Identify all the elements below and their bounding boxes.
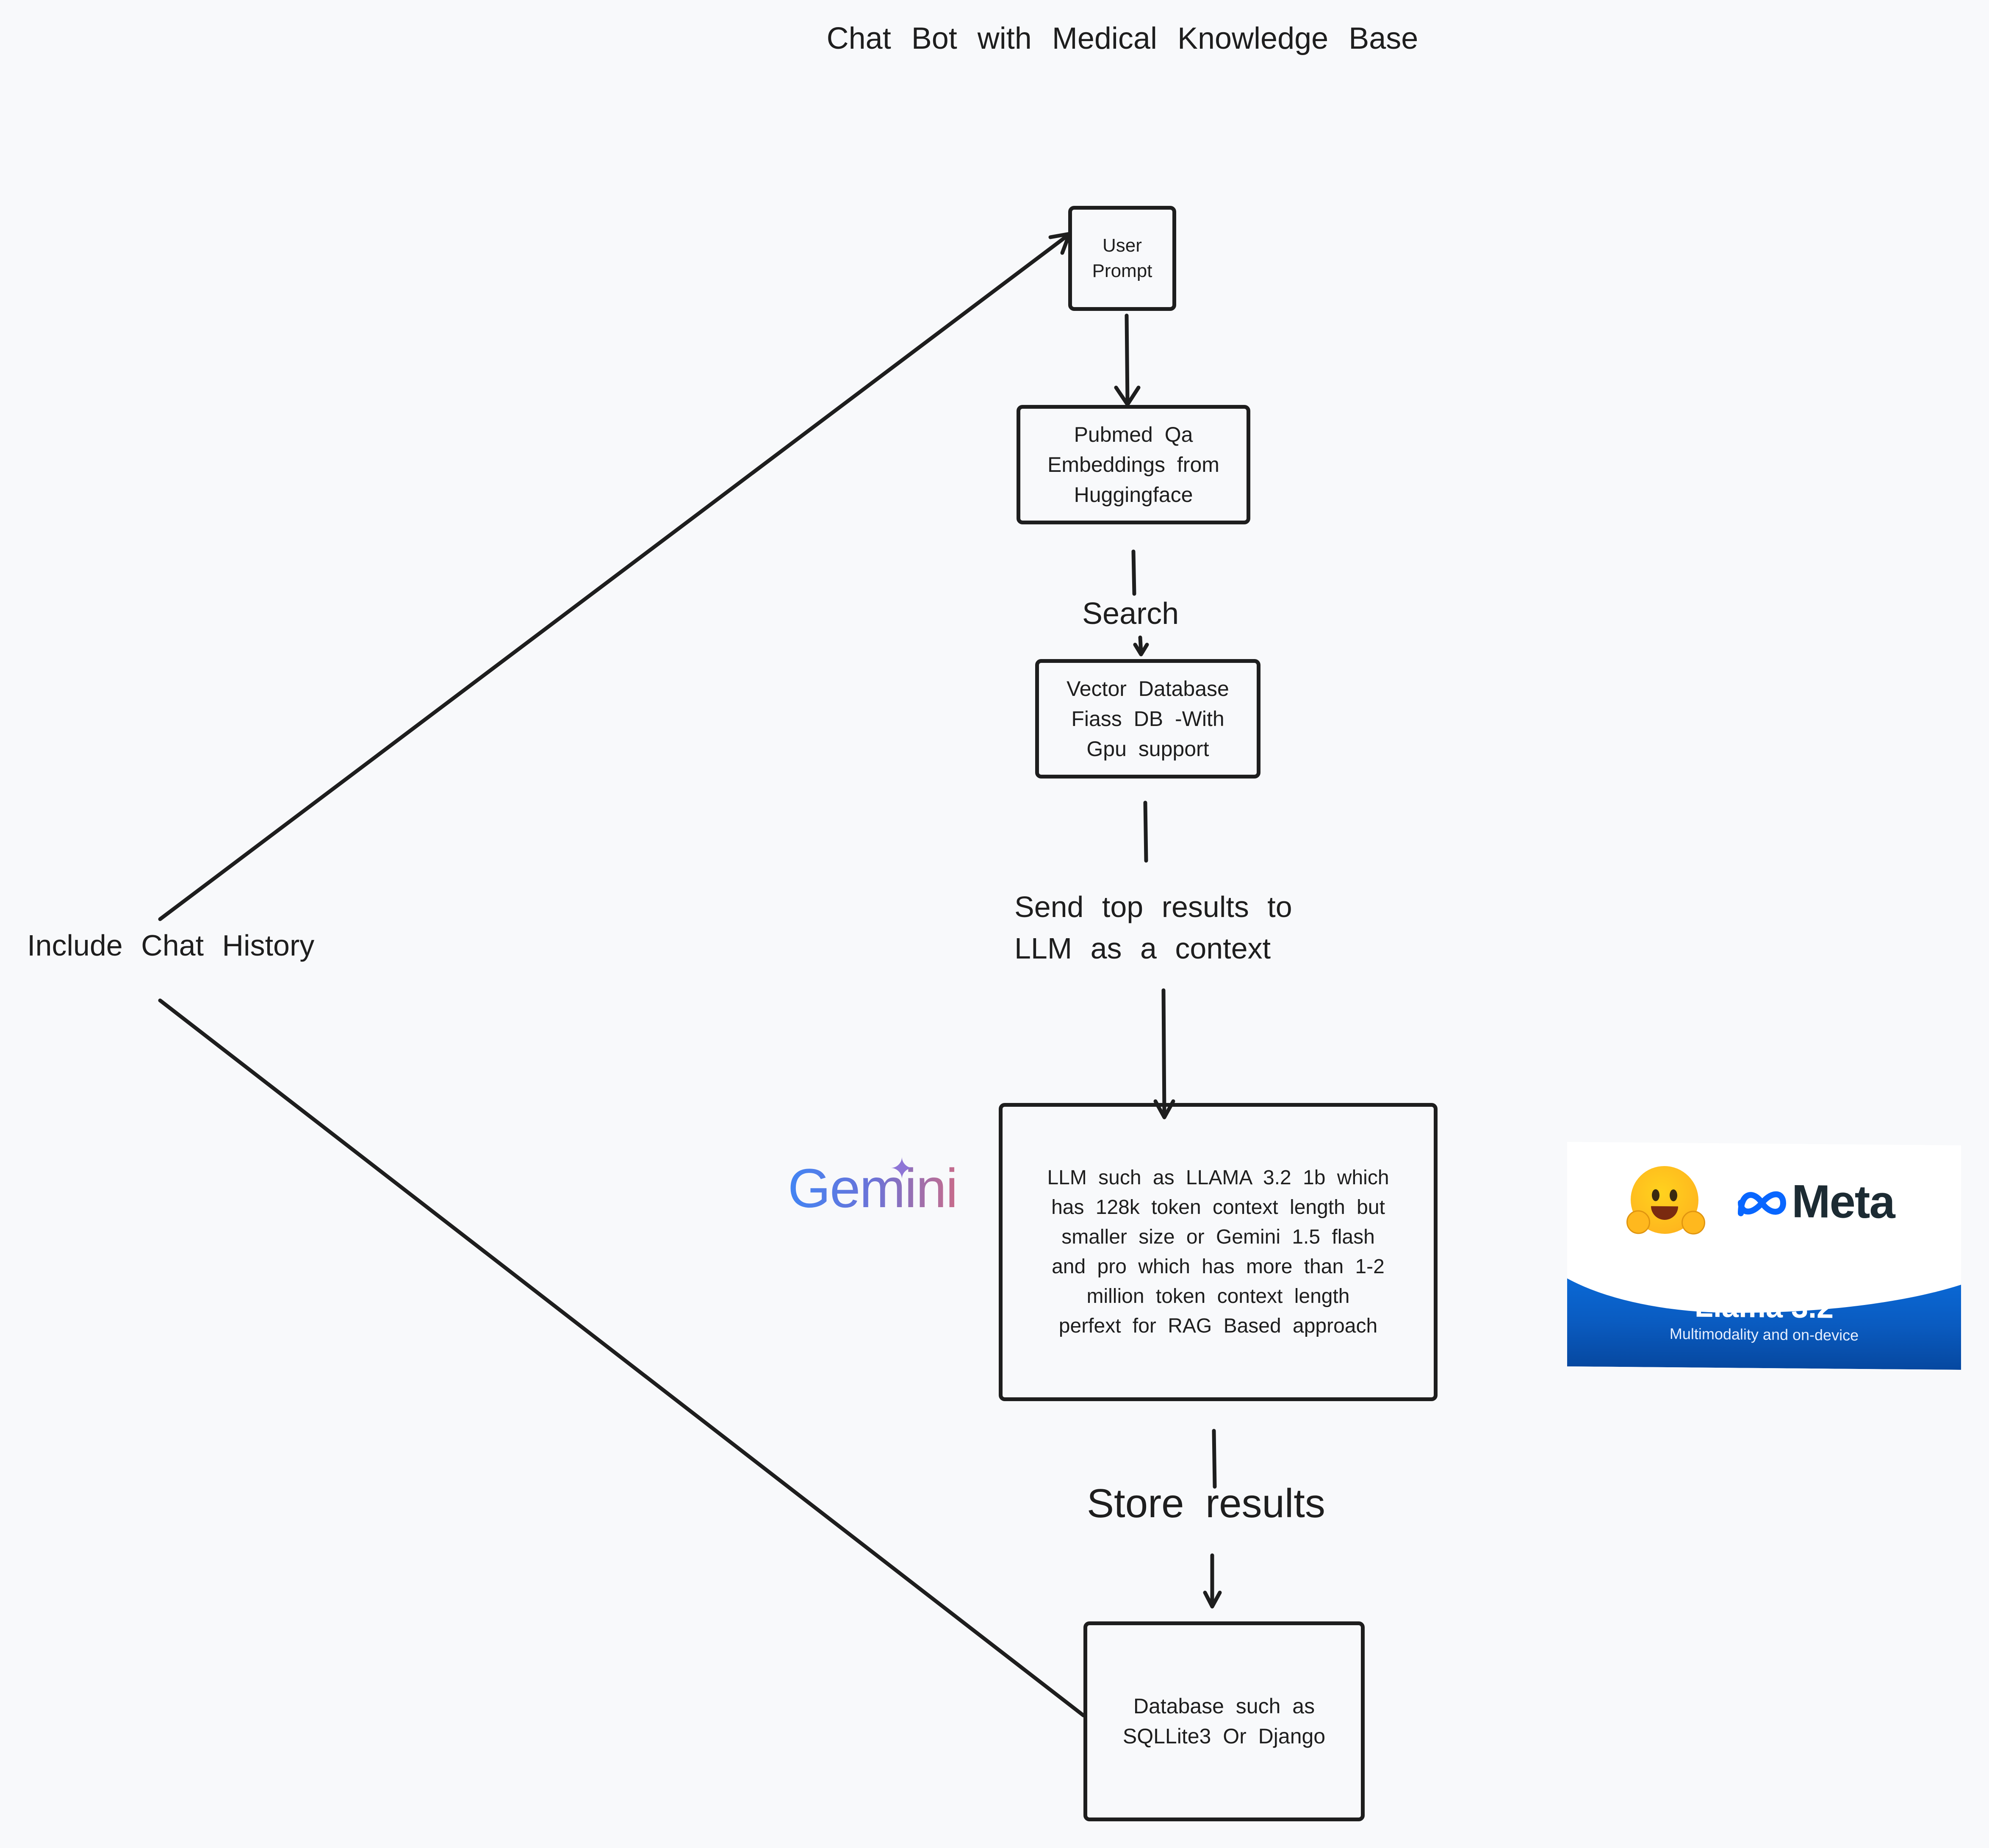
arrow-search-to-vector: [1138, 635, 1143, 654]
node-llm: LLM such as LLAMA 3.2 1b which has 128k …: [999, 1103, 1438, 1401]
arrow-context-to-llm: [1161, 988, 1166, 1117]
meta-wordmark: Meta: [1792, 1175, 1895, 1228]
diagram-title: Chat Bot with Medical Knowledge Base: [826, 22, 1418, 55]
edge-label-search: Search: [1082, 597, 1179, 631]
llama-title: Llama 3.2: [1694, 1289, 1834, 1325]
node-llm-label: LLM such as LLAMA 3.2 1b which has 128k …: [1047, 1166, 1389, 1337]
line-embeddings-to-search: [1131, 549, 1136, 596]
edge-label-store: Store results: [1087, 1481, 1325, 1526]
edge-label-send-context: Send top results to LLM as a context: [1014, 890, 1292, 965]
line-vector-to-context: [1143, 801, 1148, 863]
llama-subtitle: Multimodality and on-device: [1669, 1325, 1859, 1344]
node-embeddings-label: Pubmed Qa Embeddings from Huggingface: [1047, 422, 1219, 507]
hugging-face-emoji-icon: [1626, 1166, 1705, 1235]
node-user-prompt-label: User Prompt: [1092, 235, 1152, 281]
node-vector-database: Vector Database Fiass DB -With Gpu suppo…: [1035, 659, 1260, 779]
line-database-to-history: [158, 998, 1086, 1718]
line-llm-to-store: [1212, 1429, 1217, 1489]
arrow-search-to-vector-head: [1133, 643, 1149, 657]
arrow-prompt-to-embeddings-head: [1114, 385, 1141, 407]
node-embeddings: Pubmed Qa Embeddings from Huggingface: [1017, 405, 1250, 524]
gemini-logo: Gemini: [788, 1157, 958, 1219]
edge-label-chat-history: Include Chat History: [27, 929, 315, 962]
node-database: Database such as SQLLite3 Or Django: [1083, 1621, 1365, 1821]
meta-infinity-icon: [1738, 1191, 1787, 1216]
llama-meta-card: Meta Llama 3.2 Multimodality and on-devi…: [1567, 1141, 1961, 1370]
node-vector-database-label: Vector Database Fiass DB -With Gpu suppo…: [1067, 676, 1229, 761]
gemini-sparkle-icon: ✦: [889, 1152, 914, 1185]
node-user-prompt: User Prompt: [1068, 206, 1176, 311]
node-database-label: Database such as SQLLite3 Or Django: [1122, 1694, 1326, 1748]
arrow-history-to-prompt: [158, 233, 1070, 921]
arrow-store-to-database-head: [1203, 1590, 1222, 1609]
